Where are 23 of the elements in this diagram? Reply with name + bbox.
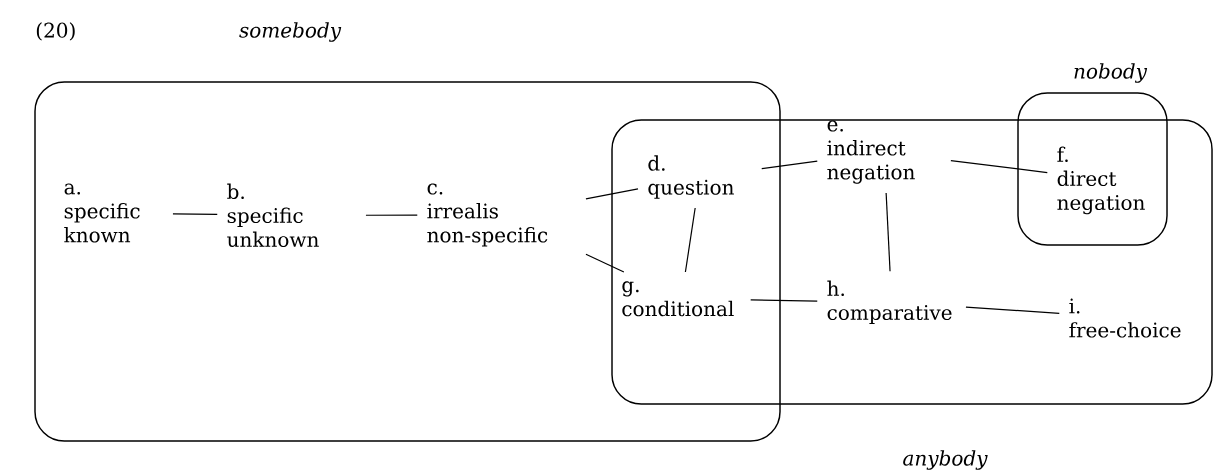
region-heading: anybody: [903, 450, 988, 470]
connector-line: [950, 159, 1048, 174]
connector-line: [585, 188, 639, 200]
node-label: h. comparative: [827, 280, 952, 324]
connector-line: [750, 299, 818, 302]
node-label: i. free-choice: [1069, 298, 1181, 338]
connector-line: [585, 253, 625, 273]
region-heading: nobody: [1074, 63, 1148, 83]
node-label: g. conditional: [622, 281, 734, 317]
region-heading: somebody: [239, 22, 342, 42]
node-label: d. question: [648, 155, 734, 199]
node-label: f. direct negation: [1057, 146, 1145, 215]
connector-line: [684, 207, 696, 273]
node-label: c. irrealis non-specific: [427, 183, 548, 247]
node-label: e. indirect negation: [827, 120, 915, 184]
node-label: a. specific known: [64, 183, 140, 243]
connector-line: [965, 306, 1060, 314]
connector-line: [885, 192, 891, 272]
connector-line: [172, 213, 218, 215]
example-number: (20): [36, 22, 75, 41]
connector-line: [365, 214, 418, 216]
connector-line: [761, 160, 818, 170]
node-label: b. specific unknown: [227, 183, 319, 248]
